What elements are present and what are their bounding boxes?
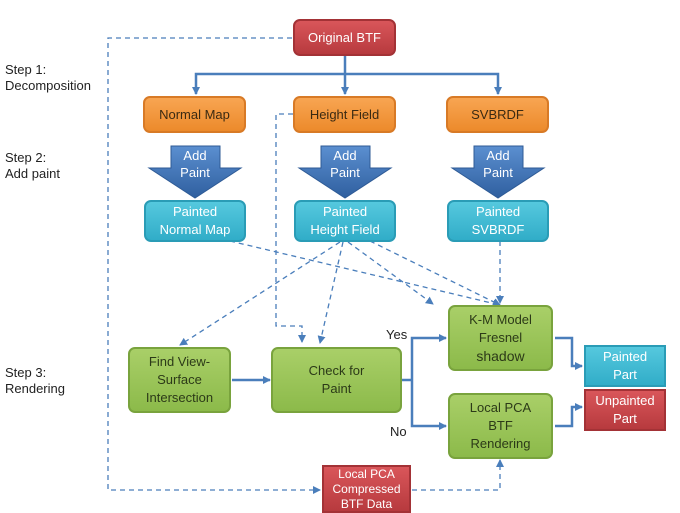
- add-paint-word-2: Add: [333, 148, 357, 163]
- step-2-label: Step 2: Add paint: [5, 150, 60, 182]
- km-model-line1: K-M Model: [469, 312, 532, 327]
- step-3-label: Step 3: Rendering: [5, 365, 65, 397]
- add-paint-label-1: Add Paint: [170, 147, 220, 181]
- paint-word-2: Paint: [330, 165, 360, 180]
- height-field-node: Height Field: [293, 96, 396, 133]
- find-view-surface-line3: Intersection: [145, 390, 214, 405]
- painted-height-field-node: Painted Height Field: [294, 200, 396, 242]
- painted-normal-map-line2: Normal Map: [159, 222, 231, 237]
- step-1-label: Step 1: Decomposition: [5, 62, 91, 94]
- no-label: No: [390, 424, 407, 439]
- step-1-title: Step 1:: [5, 62, 47, 77]
- add-paint-arrow-1: [147, 145, 243, 199]
- local-pca-btf-node: Local PCA BTF Rendering: [448, 393, 553, 459]
- local-pca-compressed-node: Local PCA Compressed BTF Data: [322, 465, 411, 513]
- check-for-paint-line1: Check for: [308, 363, 365, 378]
- painted-svbrdf-line1: Painted: [475, 204, 521, 219]
- find-view-surface-node: Find View- Surface Intersection: [128, 347, 231, 413]
- normal-map-label: Normal Map: [159, 106, 230, 122]
- local-pca-btf-line2: BTF: [488, 418, 513, 433]
- step-1-name: Decomposition: [5, 78, 91, 93]
- unpainted-part-node: Unpainted Part: [584, 389, 666, 431]
- painted-normal-map-line1: Painted: [172, 204, 218, 219]
- local-pca-btf-line3: Rendering: [470, 436, 531, 451]
- unpainted-part-line2: Part: [613, 411, 637, 426]
- add-paint-arrows: [147, 145, 546, 199]
- add-paint-word-3: Add: [486, 148, 510, 163]
- unpainted-part-line1: Unpainted: [595, 393, 655, 408]
- original-btf-node: Original BTF: [293, 19, 396, 56]
- painted-part-line1: Painted: [602, 349, 648, 364]
- decomposition-connectors: [192, 56, 502, 95]
- original-btf-label: Original BTF: [308, 29, 381, 45]
- paint-word-1: Paint: [180, 165, 210, 180]
- local-pca-compressed-line2: Compressed: [332, 481, 401, 496]
- painted-svbrdf-line2: SVBRDF: [471, 222, 525, 237]
- local-pca-compressed-line1: Local PCA: [338, 466, 395, 481]
- local-pca-btf-line1: Local PCA: [469, 400, 532, 415]
- height-field-label: Height Field: [309, 106, 380, 122]
- painted-height-field-line1: Painted: [322, 204, 368, 219]
- local-pca-compressed-line3: BTF Data: [340, 496, 393, 511]
- paint-word-3: Paint: [483, 165, 513, 180]
- check-for-paint-node: Check for Paint: [271, 347, 402, 413]
- svbrdf-label: SVBRDF: [471, 106, 524, 122]
- find-view-surface-line2: Surface: [157, 372, 202, 387]
- step-3-name: Rendering: [5, 381, 65, 396]
- rendering-connectors: [232, 334, 583, 430]
- find-view-surface-line1: Find View-: [148, 354, 211, 369]
- add-paint-word-1: Add: [183, 148, 207, 163]
- add-paint-label-2: Add Paint: [320, 147, 370, 181]
- painted-height-field-line2: Height Field: [310, 222, 380, 237]
- painted-part-node: Painted Part: [584, 345, 666, 387]
- painted-svbrdf-node: Painted SVBRDF: [447, 200, 549, 242]
- normal-map-node: Normal Map: [143, 96, 246, 133]
- step-2-title: Step 2:: [5, 150, 47, 165]
- svbrdf-node: SVBRDF: [446, 96, 549, 133]
- step-2-name: Add paint: [5, 166, 60, 181]
- yes-label: Yes: [386, 327, 408, 342]
- add-paint-arrow-3: [450, 145, 546, 199]
- painted-part-line2: Part: [613, 367, 637, 382]
- check-for-paint-line2: Paint: [321, 381, 352, 396]
- dashed-connectors: [107, 37, 504, 494]
- step-3-title: Step 3:: [5, 365, 47, 380]
- painted-normal-map-node: Painted Normal Map: [144, 200, 246, 242]
- km-model-line2: Fresnel: [478, 330, 523, 345]
- km-model-line3: shadow: [476, 348, 525, 364]
- add-paint-label-3: Add Paint: [473, 147, 523, 181]
- km-model-node: K-M Model Fresnel shadow: [448, 305, 553, 371]
- add-paint-arrow-2: [297, 145, 393, 199]
